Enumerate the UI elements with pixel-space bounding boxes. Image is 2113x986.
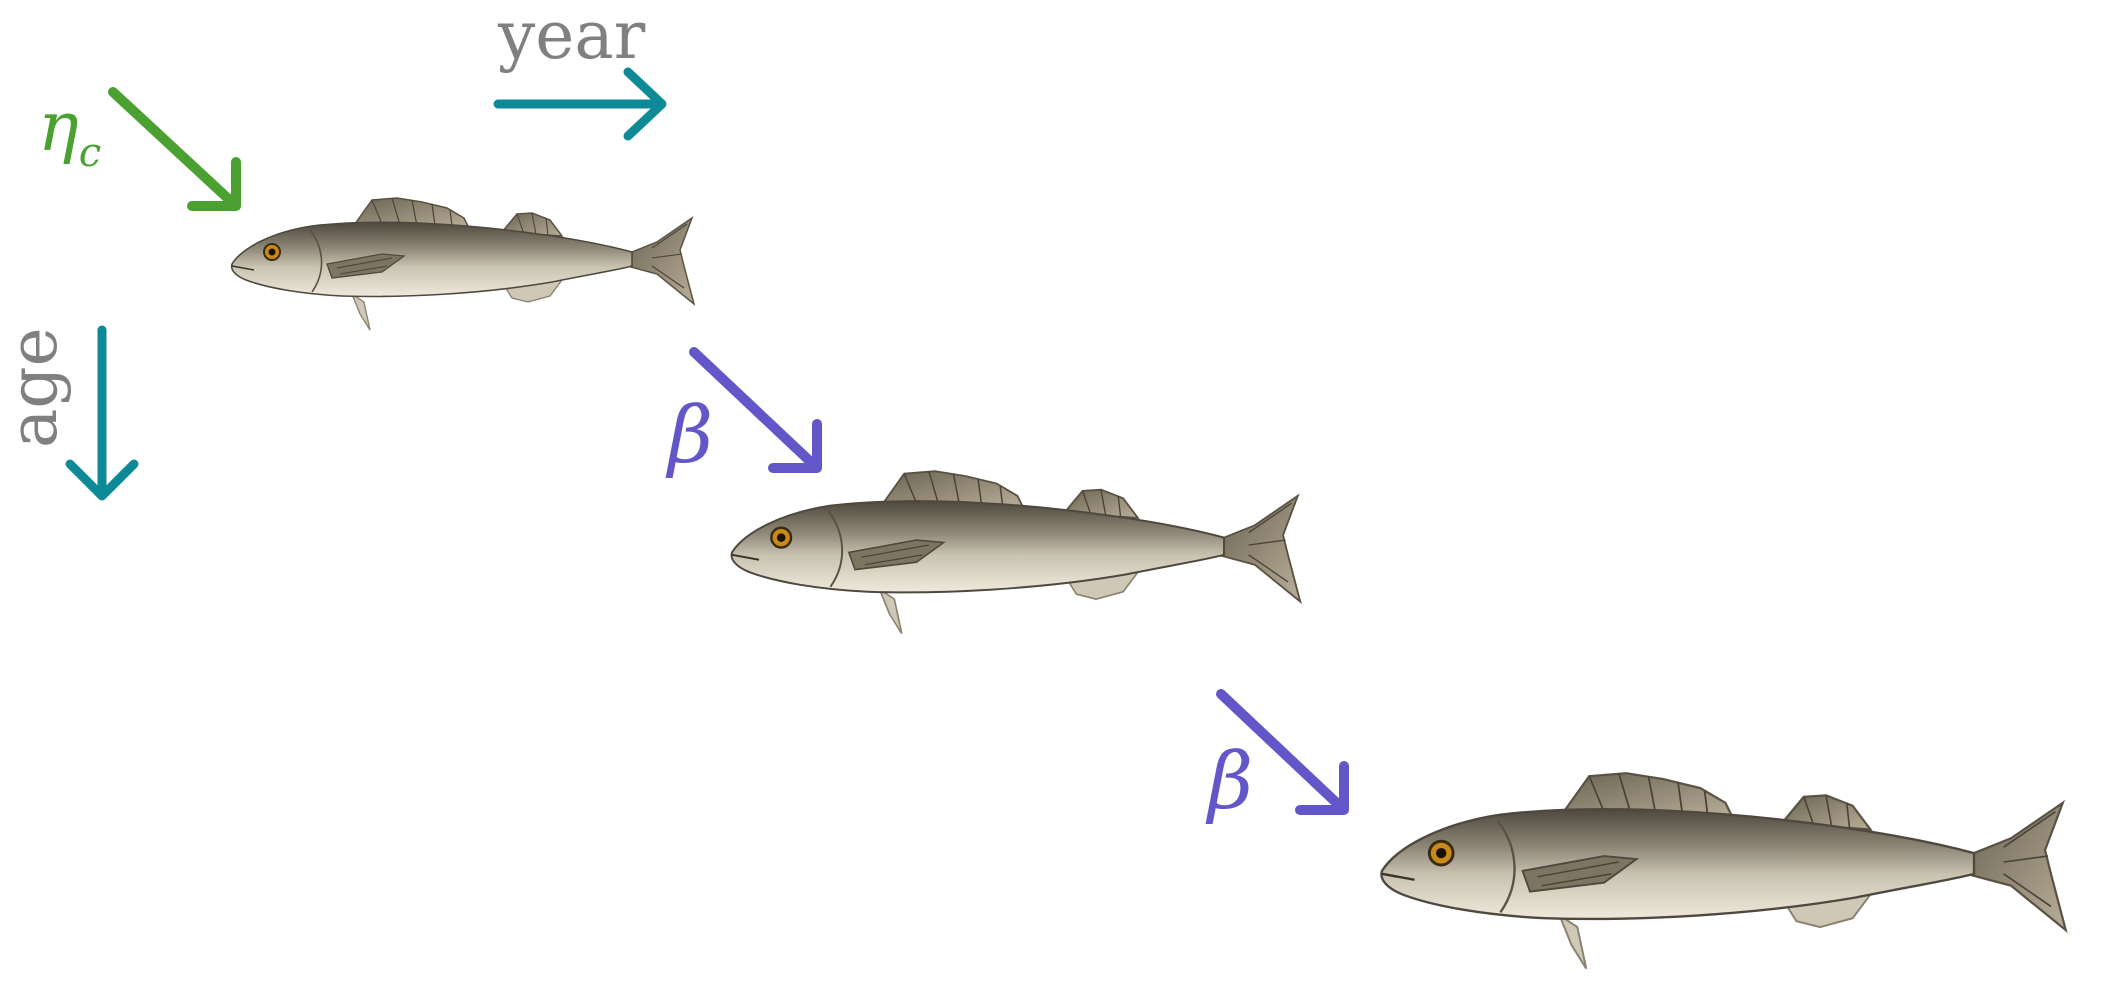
eta-arrow [113, 92, 236, 206]
age-arrow [70, 330, 134, 496]
year-arrow [498, 72, 662, 136]
fish-icon-medium [732, 471, 1301, 633]
year-label: year [497, 0, 646, 74]
eta-symbol: η [38, 88, 79, 167]
beta-label-2: β [1205, 737, 1253, 827]
eta-label: ηc [38, 88, 101, 176]
eta-subscript: c [79, 130, 101, 176]
age-label: age [0, 327, 72, 448]
fish-icon-small [232, 198, 694, 330]
fish-icon-large [1381, 773, 2065, 968]
beta-label-1: β [665, 391, 713, 481]
